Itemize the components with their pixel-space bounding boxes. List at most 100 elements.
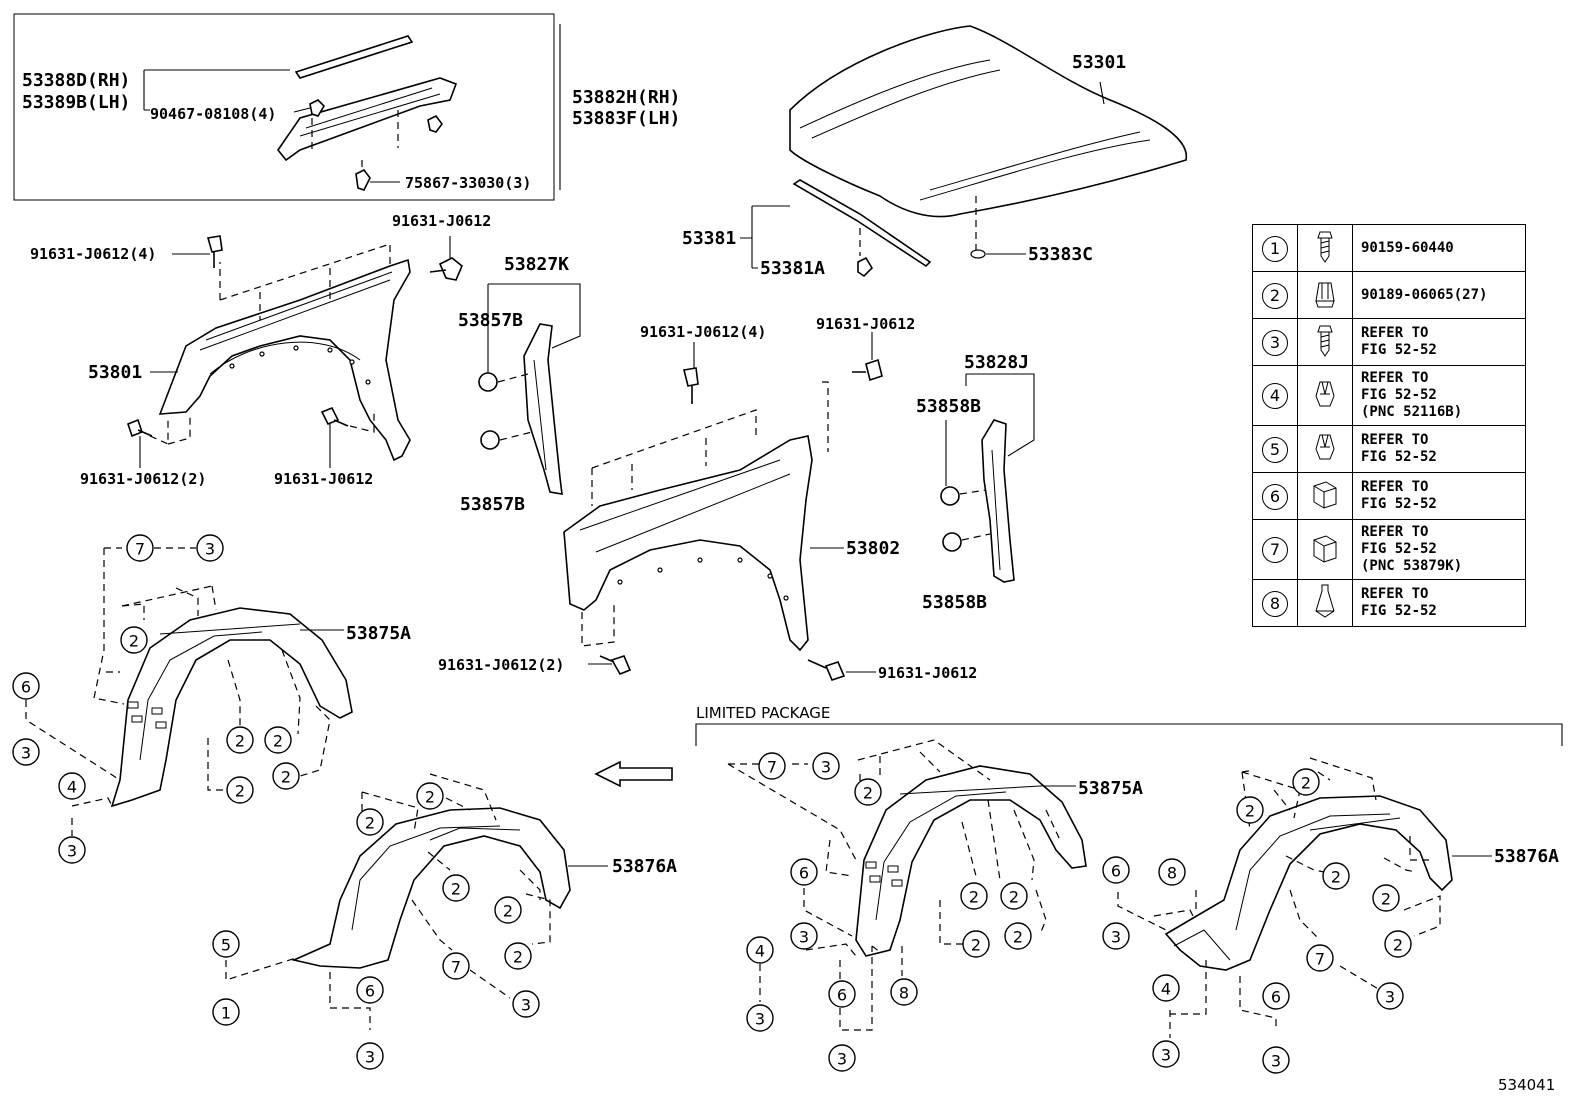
circled-ref-3: 3 [196,534,224,562]
label-inset-strip-lh: 53389B(LH) [22,92,130,113]
legend-number: 6 [1252,472,1298,520]
bolt-icon [429,257,463,281]
circled-ref-2: 2 [226,726,254,754]
circled-ref-5: 5 [212,930,240,958]
label-rh-pad-upper: 53858B [916,396,981,417]
label-hood-seal-clip: 53381A [760,258,825,279]
circled-ref-1: 1 [212,998,240,1026]
svg-text:2: 2 [1013,928,1023,947]
legend-part-text: REFER TO FIG 52-52 [1352,472,1526,520]
svg-text:4: 4 [755,942,765,961]
label-inset-clip: 90467-08108(4) [150,105,276,123]
hood-part [789,25,1188,218]
svg-text:2: 2 [1381,890,1391,909]
svg-text:3: 3 [821,758,831,777]
svg-text:7: 7 [451,958,461,977]
legend-row: 6 REFER TO FIG 52-52 [1252,472,1526,520]
svg-text:3: 3 [755,1010,765,1029]
liner-lh-limited-part [1164,795,1453,971]
legend-part-text: REFER TO FIG 52-52 [1352,425,1526,473]
hood-seal-part [792,179,932,268]
limited-package-group: LIMITED PACKAGE [695,704,1563,746]
circled-ref-7: 7 [1306,944,1334,972]
label-hood: 53301 [1072,52,1126,73]
legend-part-text: 90189-06065(27) [1352,271,1526,319]
circled-ref-2: 2 [1384,930,1412,958]
bolt-icon [599,655,632,676]
liner-rh-limited-group: 53875A [727,739,1143,1031]
label-liner-lh-2: 53876A [1494,846,1559,867]
bracket-clip-icon [1297,472,1353,520]
lh-fender-group: 91631-J0612(4) 91631-J0612 53801 91631-J… [30,212,491,488]
svg-text:6: 6 [837,986,847,1005]
svg-text:2: 2 [503,902,513,921]
circled-ref-8: 8 [890,978,918,1006]
rh-bracket-group: 53828J 53858B 53858B [916,352,1035,613]
label-rh-bolt-top: 91631-J0612 [816,315,915,333]
legend-part-text: REFER TO FIG 52-52 [1352,318,1526,366]
circled-ref-2: 2 [1292,768,1320,796]
legend-part-text: REFER TO FIG 52-52 [1352,579,1526,627]
circled-ref-6: 6 [1102,856,1130,884]
svg-text:2: 2 [513,948,523,967]
legend-number: 3 [1252,318,1298,366]
circled-ref-3: 3 [1152,1040,1180,1068]
circled-ref-2: 2 [226,776,254,804]
screw-icon [1297,224,1353,272]
circled-ref-3: 3 [1102,922,1130,950]
circled-ref-3: 3 [512,990,540,1018]
circled-ref-3: 3 [812,752,840,780]
label-rh-bolt-bottom: 91631-J0612 [878,664,977,682]
bolt-icon [852,358,883,382]
legend-number: 1 [1252,224,1298,272]
label-rh-bolt-4: 91631-J0612(4) [640,323,766,341]
svg-text:3: 3 [67,842,77,861]
clip-icon [857,256,874,278]
svg-text:3: 3 [365,1048,375,1067]
rh-fender-group: 91631-J0612(4) 91631-J0612 53802 91631-J… [438,315,977,682]
lh-bracket-group: 53827K 53857B 53857B [458,254,581,515]
pad-icon [478,372,498,392]
inset-frame [13,13,555,201]
clip-icon [427,114,443,133]
svg-text:2: 2 [425,788,435,807]
legend-row: 3 REFER TO FIG 52-52 [1252,318,1526,366]
cowl-seal-part [277,77,458,162]
svg-text:1: 1 [221,1004,231,1023]
liner-lh-limited-group: 53876A [1117,757,1559,1038]
cowl-strip-part [294,35,414,79]
legend-part-text: 90159-60440 [1352,224,1526,272]
circled-ref-2: 2 [356,808,384,836]
svg-text:4: 4 [1161,980,1171,999]
svg-text:2: 2 [1301,774,1311,793]
circled-ref-2: 2 [120,626,148,654]
legend-number: 7 [1252,519,1298,580]
circled-ref-3: 3 [828,1044,856,1072]
bolt-icon [206,235,223,268]
circled-ref-6: 6 [790,858,818,886]
direction-arrow-icon [594,760,673,788]
push-clip-icon [1297,365,1353,426]
circled-ref-7: 7 [126,534,154,562]
label-lh-fender: 53801 [88,362,142,383]
svg-text:4: 4 [67,778,77,797]
liner-lh-standard-part [291,807,571,969]
bolt-icon [320,406,349,427]
legend-row: 1 90159-60440 [1252,224,1526,272]
label-inset-seal-rh: 53882H(RH) [572,87,680,108]
circled-ref-3: 3 [746,1004,774,1032]
hood-group: 53301 53381 53381A 53383C [682,25,1188,279]
circled-ref-2: 2 [854,778,882,806]
svg-text:3: 3 [21,744,31,763]
liner-rh-standard-group: 53875A [25,547,411,836]
label-hood-seal: 53381 [682,228,736,249]
svg-text:3: 3 [1385,988,1395,1007]
circled-ref-6: 6 [356,976,384,1004]
svg-text:2: 2 [1331,868,1341,887]
circled-ref-4: 4 [58,772,86,800]
svg-text:6: 6 [365,982,375,1001]
